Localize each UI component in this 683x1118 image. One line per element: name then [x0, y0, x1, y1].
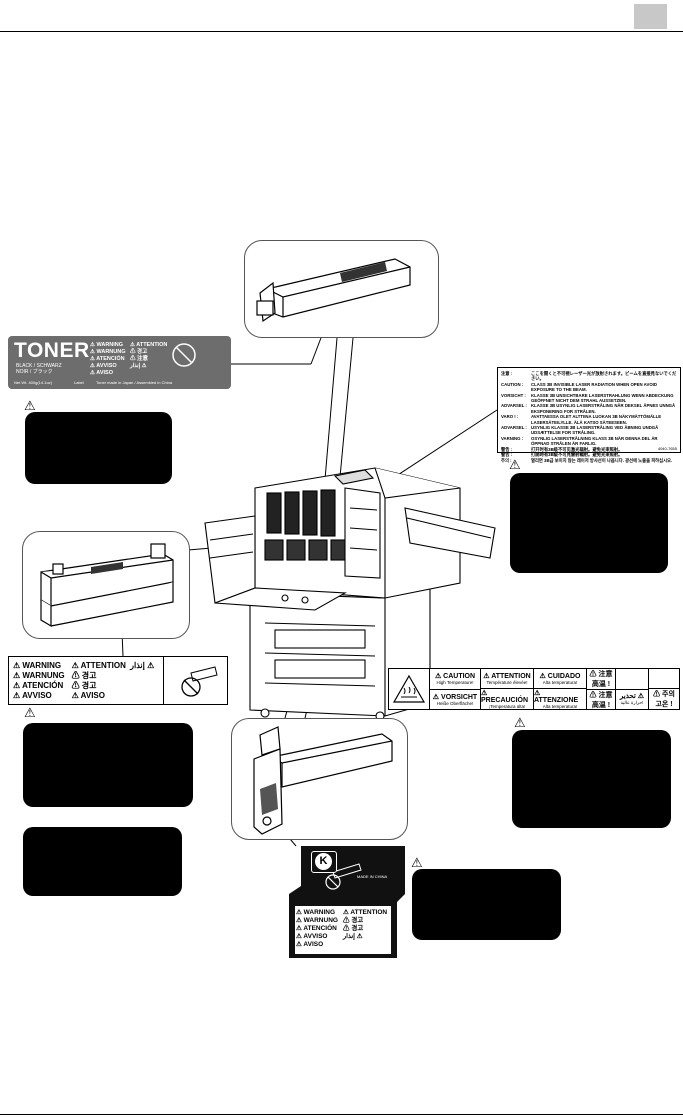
drum-made-in: MADE IN CHINA [357, 874, 388, 879]
toner-label-origin: Toner made in Japan / Assembled in China [96, 380, 173, 385]
toner-warning-3: ⚠ 경고 [130, 349, 148, 355]
hot-surface-icon [392, 674, 426, 703]
toner-warning-6: ⚠ AVVISO [90, 363, 117, 369]
waste-warning-0: ⚠ WARNING [13, 660, 62, 670]
drum-unit-illustration [253, 726, 393, 835]
laser-row: 주의 :열리면 3B급 보이지 않는 레이저 방사선이 나옵니다. 광선에 노출… [501, 457, 673, 463]
warning-icon: ⚠ [411, 855, 423, 870]
drum-warning-4: ⚠ ATENCIÓN [296, 925, 337, 932]
drum-warning-2: ⚠ WARNUNG [296, 917, 338, 924]
heat-precaucion: ⚠ PRECAUCIÓN¡Temperatura alta! [481, 690, 529, 709]
waste-warning-4: ⚠ 경고 [71, 670, 97, 680]
laser-row: 警告 :打开时有3B级不可见激光辐射。避免光束照射。 [501, 446, 623, 452]
toner-label: TONER BLACK / SCHWARZ NOIR / ブラック ⚠ WARN… [8, 336, 231, 389]
drum-warning-0: ⚠ WARNING [296, 909, 336, 916]
toner-label-weight: Net Wt. 400g(14.1oz) [14, 380, 53, 385]
laser-warning-label: 注意 :ここを開くと不可視レーザー光が放射されます。ビームを直接見ないでください… [497, 367, 681, 463]
heat-blank [649, 669, 679, 689]
drum-label-shape [289, 846, 405, 958]
drum-warning-1: ⚠ ATTENTION [343, 909, 388, 916]
laser-row: VARO ! :AVATTAESSA OLET ALTTIINA LUOKAN … [501, 414, 662, 425]
drum-warning-6: ⚠ AVVISO [296, 933, 328, 940]
waste-warning-8: ⚠ AVISO [71, 690, 105, 700]
toner-warning-4: ⚠ ATENCIÓN [90, 356, 125, 362]
toner-warning-2: ⚠ WARNUNG [90, 349, 126, 355]
heat-blank [616, 669, 648, 690]
drum-warning-7: إنذار ⚠ [343, 933, 363, 940]
drum-unit-callout [231, 718, 408, 840]
toner-label-color-1: BLACK / SCHWARZ [16, 363, 62, 369]
warning-icon: ⚠ [514, 715, 526, 730]
printer-illustration [204, 467, 496, 720]
page-number-box [634, 4, 667, 29]
warning-text-box [23, 827, 182, 896]
warning-text-box [412, 869, 561, 940]
waste-warning-3: ⚠ WARNUNG [13, 670, 65, 680]
warning-text-box [23, 723, 193, 807]
laser-row: ADVARSEL :USYNLIG KLASSE 3B LASERSTRÅLIN… [501, 425, 659, 436]
laser-row: VORSICHT :KLASSE 3B UNSICHTBARE LASERSTR… [501, 392, 674, 404]
waste-warning-5: ⚠ ATENCIÓN [13, 680, 64, 690]
warning-text-box [510, 473, 668, 573]
warning-icon: ⚠ [24, 398, 36, 413]
drum-warning-8: ⚠ AVISO [296, 941, 324, 948]
drum-warning-3: ⚠ 경고 [343, 917, 364, 924]
toner-warning-7: إنذار ⚠ [130, 363, 147, 369]
laser-row: 注意 :ここを開くと不可視レーザー光が放射されます。ビームを直接見ないでください… [501, 371, 677, 382]
laser-row: CAUTION :CLASS 3B INVISIBLE LASER RADIAT… [501, 381, 657, 393]
no-fire-icon [181, 665, 218, 697]
waste-toner-box-callout [22, 531, 190, 639]
laser-row: ADVARSEL :KLASSE 3B USYNLIG LASERSTRÅLIN… [501, 403, 676, 414]
waste-warning-6: ⚠ 경고 [71, 680, 97, 690]
waste-warning-7: ⚠ AVVISO [13, 690, 52, 700]
toner-warning-5: ⚠ 注意 [130, 356, 149, 362]
laser-row: VARNING :OSYNLIG LASERSTRÅLNING KLASS 3B… [501, 435, 658, 447]
toner-cartridge-callout [244, 240, 439, 338]
warning-text-box [512, 730, 671, 828]
toner-warning-8: ⚠ AVISO [90, 370, 113, 376]
warning-icon: ⚠ [24, 705, 36, 720]
waste-warning-2: إنذار ⚠ [130, 660, 155, 670]
footer-rule [0, 1114, 683, 1115]
drum-warning-5: ⚠ 경고 [343, 925, 364, 932]
heat-chuyi-2: ⚠ 注意高温 ! [589, 692, 613, 709]
heat-chuyi-1: ⚠ 注意高温 ! [587, 669, 615, 690]
toner-cartridge-illustration [256, 258, 411, 323]
drum-warnings: ⚠ WARNING ⚠ ATTENTION ⚠ WARNUNG ⚠ 경고 ⚠ A… [296, 909, 390, 949]
warning-text-box [25, 412, 172, 484]
heat-arabic: تحذير ⚠حرارة عالية! [619, 693, 645, 706]
toner-label-label: Label [74, 380, 84, 385]
toner-warning-0: ⚠ WARNING [90, 342, 124, 348]
laser-label-code: 4040-7655 [657, 446, 677, 451]
toner-label-color-2: NOIR / ブラック [16, 369, 53, 375]
waste-toner-label: ⚠ WARNING ⚠ ATTENTION إنذار ⚠ ⚠ WARNUNG … [8, 656, 228, 705]
laser-row: 警告 :打開時有3B級不可見雷射輻射。避免光束照射。 [501, 452, 623, 458]
no-fire-icon [172, 343, 196, 367]
drum-color-badge-circle: K [315, 853, 332, 870]
header-rule [0, 31, 683, 32]
waste-warning-1: ⚠ ATTENTION [71, 660, 126, 670]
toner-label-title: TONER [14, 339, 90, 362]
warning-icon: ⚠ [509, 457, 521, 472]
waste-toner-box-illustration [40, 543, 174, 628]
toner-warning-1: ⚠ ATTENTION [130, 342, 168, 348]
